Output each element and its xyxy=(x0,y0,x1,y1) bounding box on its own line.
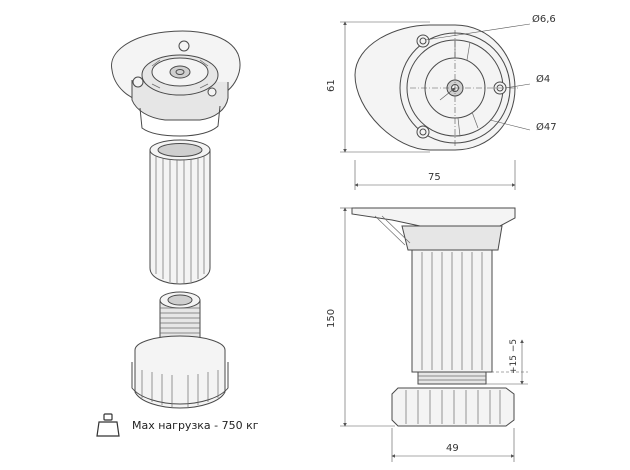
max-load-note: Мах нагрузка - 750 кг xyxy=(96,410,259,440)
mounting-plate xyxy=(111,30,241,137)
dim-width-top: 75 xyxy=(428,172,441,183)
max-load-label: Мах нагрузка - 750 кг xyxy=(132,418,259,432)
dim-adjust: +15 −5 xyxy=(509,339,519,374)
dim-hole-large: Ø6,6 xyxy=(532,13,556,25)
exploded-view xyxy=(111,30,241,409)
dim-circle: Ø47 xyxy=(536,121,557,133)
dim-height-top: 61 xyxy=(326,79,337,92)
dim-base-width: 49 xyxy=(446,443,459,454)
threaded-foot xyxy=(131,291,229,409)
dim-hole-small: Ø4 xyxy=(536,73,550,85)
dim-line-61 xyxy=(340,21,430,153)
top-view xyxy=(354,23,531,151)
dim-line-75 xyxy=(354,160,516,190)
dim-height-total: 150 xyxy=(326,309,337,328)
dim-line-150 xyxy=(340,207,395,427)
dim-line-adjust xyxy=(486,339,528,385)
side-view xyxy=(351,207,516,427)
fluted-tube xyxy=(149,139,211,285)
dim-line-49 xyxy=(391,428,515,462)
weight-icon xyxy=(96,413,120,437)
